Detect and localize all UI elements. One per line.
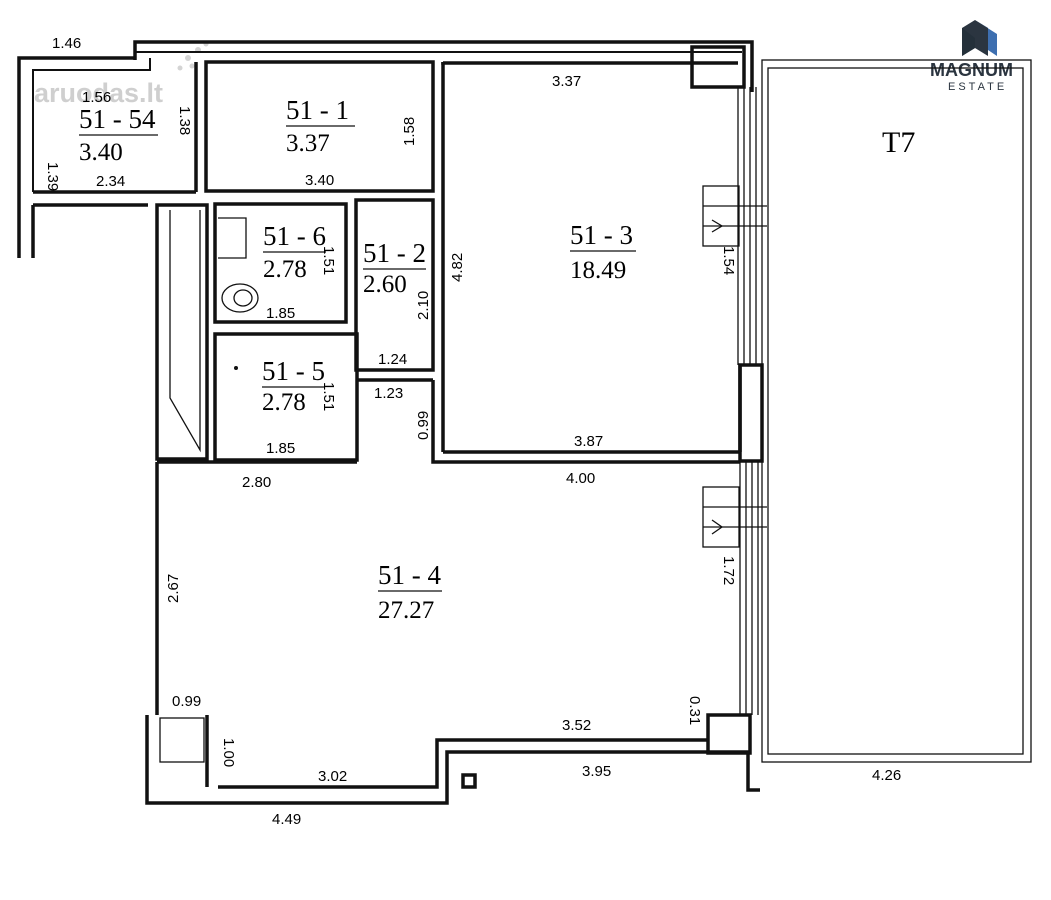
- dimension-label: 2.10: [415, 291, 432, 320]
- room-51-54: 51 - 54 3.40: [79, 104, 158, 166]
- dimension-label: 3.52: [562, 717, 591, 734]
- dimension-label: 1.54: [720, 246, 737, 275]
- room-area: 18.49: [570, 257, 626, 284]
- dimension-label: 1.46: [52, 35, 81, 52]
- watermark: aruodas.lt: [34, 78, 163, 108]
- room-area: 3.40: [79, 139, 123, 166]
- dimension-label: 4.26: [872, 767, 901, 784]
- room-area: 27.27: [378, 597, 434, 624]
- room-51-2: 51 - 2 2.60: [363, 238, 426, 298]
- dimension-label: 1.00: [220, 738, 237, 767]
- dimension-label: 3.02: [318, 768, 347, 785]
- magnum-logo-icon: [962, 20, 997, 56]
- dimension-label: 0.99: [172, 693, 201, 710]
- room-51-6: 51 - 6 2.78: [263, 221, 326, 283]
- dimension-label: 4.49: [272, 811, 301, 828]
- dimension-label: 0.31: [686, 696, 703, 725]
- room-name: 51 - 3: [570, 220, 633, 250]
- dimension-label: 2.34: [96, 173, 125, 190]
- dimension-label: 4.00: [566, 470, 595, 487]
- watermark-dots-icon: [177, 41, 209, 71]
- dimension-label: 3.87: [574, 433, 603, 450]
- dimension-label: 1.58: [401, 117, 418, 146]
- brand-name: MAGNUM: [930, 60, 1013, 80]
- room-51-3: 51 - 3 18.49: [570, 220, 636, 284]
- dimension-label: 1.24: [378, 351, 407, 368]
- brand-sub: ESTATE: [948, 81, 1007, 93]
- dimension-label: 2.80: [242, 474, 271, 491]
- room-name: 51 - 54: [79, 104, 156, 134]
- room-name: 51 - 2: [363, 238, 426, 268]
- room-51-5: 51 - 5 2.78: [262, 356, 325, 416]
- dimension-label: 1.23: [374, 385, 403, 402]
- dimension-label: 1.85: [266, 305, 295, 322]
- terrace-label: T7: [882, 126, 915, 159]
- dimension-label: 3.40: [305, 172, 334, 189]
- room-51-1: 51 - 1 3.37: [286, 95, 355, 157]
- dimension-label: 1.85: [266, 440, 295, 457]
- room-area: 3.37: [286, 130, 330, 157]
- dimension-label: 1.51: [320, 382, 337, 411]
- room-area: 2.78: [262, 389, 306, 416]
- dimension-label: 1.38: [176, 106, 193, 135]
- room-area: 2.60: [363, 271, 407, 298]
- dimension-label: 1.51: [320, 246, 337, 275]
- room-name: 51 - 4: [378, 560, 441, 590]
- room-name: 51 - 6: [263, 221, 326, 251]
- room-name: 51 - 5: [262, 356, 325, 386]
- dimension-label: 4.82: [449, 253, 466, 282]
- dimension-label: 2.67: [165, 574, 182, 603]
- dimension-label: 1.39: [44, 162, 61, 191]
- dimension-label: 1.56: [82, 89, 111, 106]
- dimension-label: 3.37: [552, 73, 581, 90]
- dimension-label: 3.95: [582, 763, 611, 780]
- room-area: 2.78: [263, 256, 307, 283]
- room-name: 51 - 1: [286, 95, 349, 125]
- room-51-4: 51 - 4 27.27: [378, 560, 442, 624]
- dimension-label: 1.72: [720, 556, 737, 585]
- dimension-label: 0.99: [415, 411, 432, 440]
